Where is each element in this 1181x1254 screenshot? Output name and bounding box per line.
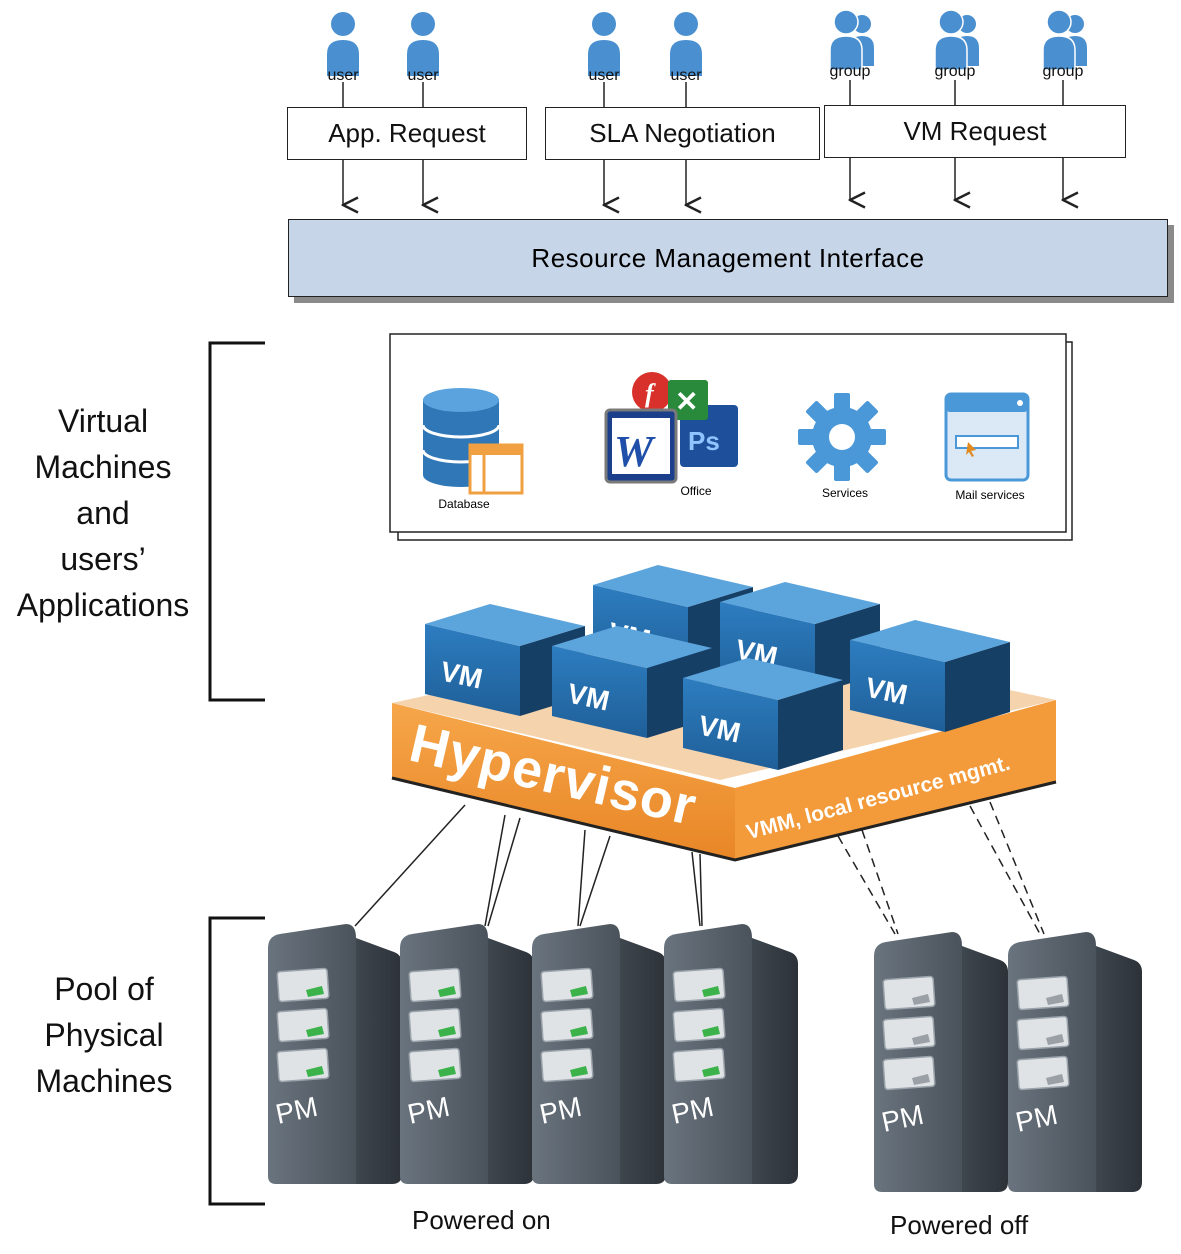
vm-request-box: VM Request	[824, 105, 1126, 158]
group-icon: group	[1042, 9, 1087, 80]
actor-label: group	[830, 63, 871, 80]
pm-connections-dashed	[837, 801, 1045, 935]
user-icon: user	[327, 12, 359, 84]
applications-panel: f Ps ✕ W	[389, 333, 1073, 541]
user-icon: user	[407, 12, 439, 84]
app-label-database: Database	[438, 497, 490, 511]
mail-window-icon	[944, 392, 1030, 482]
app-label-office: Office	[680, 484, 712, 498]
vm-block: VM	[683, 658, 843, 770]
server-on-icon: PM	[400, 924, 534, 1184]
office-icon: f Ps ✕ W	[604, 372, 738, 484]
virtual-machines: VMVMVMVMVMVM	[425, 565, 1010, 770]
resource-management-interface: Resource Management Interface	[288, 219, 1168, 297]
user-icon: user	[670, 12, 702, 84]
vm-block: VM	[552, 626, 712, 738]
pm-pool-label: Pool of Physical Machines	[0, 966, 208, 1104]
sla-negotiation-box: SLA Negotiation	[545, 107, 820, 160]
server-on-icon: PM	[268, 924, 402, 1184]
svg-text:f: f	[645, 379, 656, 408]
group-icon: group	[934, 9, 979, 80]
pm-pool-line: Pool of	[54, 971, 154, 1007]
bracket-vm-apps	[208, 341, 265, 702]
powered-off-label: Powered off	[890, 1210, 1029, 1240]
vm-request-label: VM Request	[903, 116, 1047, 146]
vm-block: VM	[850, 620, 1010, 732]
brackets	[208, 341, 265, 1206]
actor-label: user	[407, 67, 439, 84]
actor-connectors	[342, 80, 1064, 108]
actor-label: group	[935, 63, 976, 80]
vm-apps-label: Virtual Machines and users’ Applications	[0, 398, 206, 628]
svg-text:Ps: Ps	[688, 426, 720, 456]
app-request-box: App. Request	[287, 107, 527, 160]
user-icon: user	[588, 12, 620, 84]
request-arrows	[343, 158, 1063, 205]
server-off-icon: PM	[1008, 932, 1142, 1192]
bracket-pm-pool	[208, 916, 265, 1206]
vm-apps-line: Applications	[16, 587, 190, 623]
server-off-icon: PM	[874, 932, 1008, 1192]
actor-label: user	[327, 67, 359, 84]
actor-label: user	[588, 67, 620, 84]
vm-apps-line: and	[76, 495, 130, 531]
pm-pool-line: Physical	[44, 1017, 164, 1053]
app-label-mail-services: Mail services	[955, 488, 1025, 502]
database-icon	[421, 388, 524, 495]
svg-text:W: W	[614, 427, 656, 476]
interface-label: Resource Management Interface	[531, 242, 925, 273]
gear-icon	[798, 393, 886, 481]
sla-negotiation-label: SLA Negotiation	[589, 118, 776, 148]
actors-row: user user user user group group group	[327, 9, 1087, 84]
group-icon: group	[829, 9, 874, 80]
pm-connections	[354, 804, 703, 927]
powered-on-label: Powered on	[412, 1205, 551, 1235]
svg-text:✕: ✕	[675, 386, 698, 417]
actor-label: user	[670, 67, 702, 84]
vm-apps-line: users’	[60, 541, 146, 577]
pm-pool-line: Machines	[35, 1063, 173, 1099]
actor-label: group	[1043, 63, 1084, 80]
vm-apps-line: Virtual	[57, 403, 149, 439]
server-on-icon: PM	[664, 924, 798, 1184]
vm-apps-line: Machines	[34, 449, 172, 485]
app-request-label: App. Request	[328, 118, 486, 148]
server-on-icon: PM	[532, 924, 666, 1184]
app-label-services: Services	[821, 486, 868, 500]
